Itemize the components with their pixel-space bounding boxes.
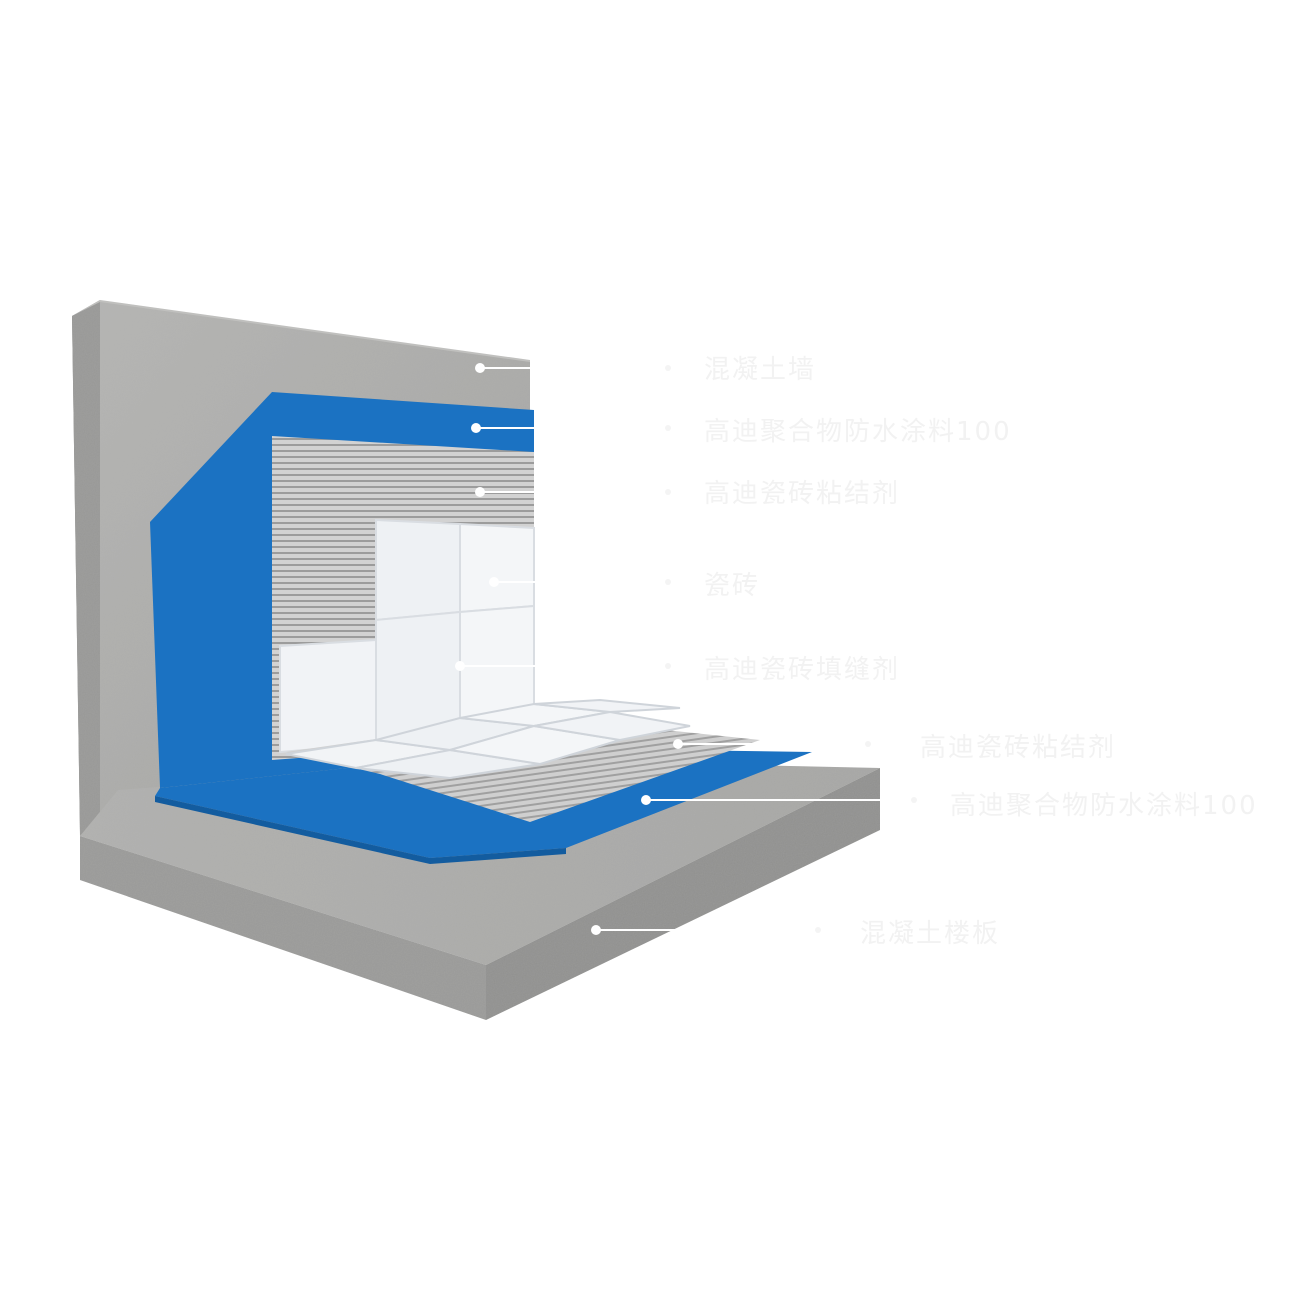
callout-label-tile-grout: 高迪瓷砖填缝剂 bbox=[704, 655, 900, 685]
wall-tiles bbox=[279, 518, 535, 754]
callout-end-wall-adhesive bbox=[665, 489, 671, 495]
floor-tile-4 bbox=[533, 698, 681, 714]
callout-end-floor-membrane bbox=[911, 797, 917, 803]
callout-label-concrete-wall: 混凝土墙 bbox=[704, 355, 816, 385]
callout-label-wall-adhesive: 高迪瓷砖粘结剂 bbox=[704, 479, 900, 509]
callout-end-wall-membrane bbox=[665, 425, 671, 431]
callout-end-floor-adhesive bbox=[865, 741, 871, 747]
wall-tile-1 bbox=[375, 518, 461, 622]
wall-tile-5 bbox=[459, 604, 535, 720]
callout-end-concrete-wall bbox=[665, 365, 671, 371]
concrete-wall-front-edge bbox=[72, 302, 100, 836]
callout-label-wall-tile: 瓷砖 bbox=[704, 571, 760, 601]
callout-end-wall-tile bbox=[665, 579, 671, 585]
callout-label-floor-adhesive: 高迪瓷砖粘结剂 bbox=[920, 733, 1116, 763]
callout-label-floor-membrane: 高迪聚合物防水涂料100 bbox=[950, 791, 1258, 821]
floor-tiles bbox=[285, 698, 691, 780]
wall-tile-3 bbox=[279, 638, 377, 754]
callout-end-tile-grout bbox=[665, 663, 671, 669]
concrete-slab-right-side bbox=[486, 768, 880, 1020]
callouts: 混凝土墙 高迪聚合物防水涂料100 高迪瓷砖粘结剂 瓷砖 高迪瓷砖填缝剂 高迪瓷… bbox=[455, 355, 1258, 949]
callout-end-concrete-slab bbox=[815, 927, 821, 933]
concrete-slab-left-side bbox=[80, 836, 486, 1020]
callout-label-wall-membrane: 高迪聚合物防水涂料100 bbox=[704, 417, 1012, 447]
callout-label-concrete-slab: 混凝土楼板 bbox=[860, 919, 1000, 949]
wall-tile-2 bbox=[459, 522, 535, 614]
floor-tile-7 bbox=[533, 710, 691, 742]
